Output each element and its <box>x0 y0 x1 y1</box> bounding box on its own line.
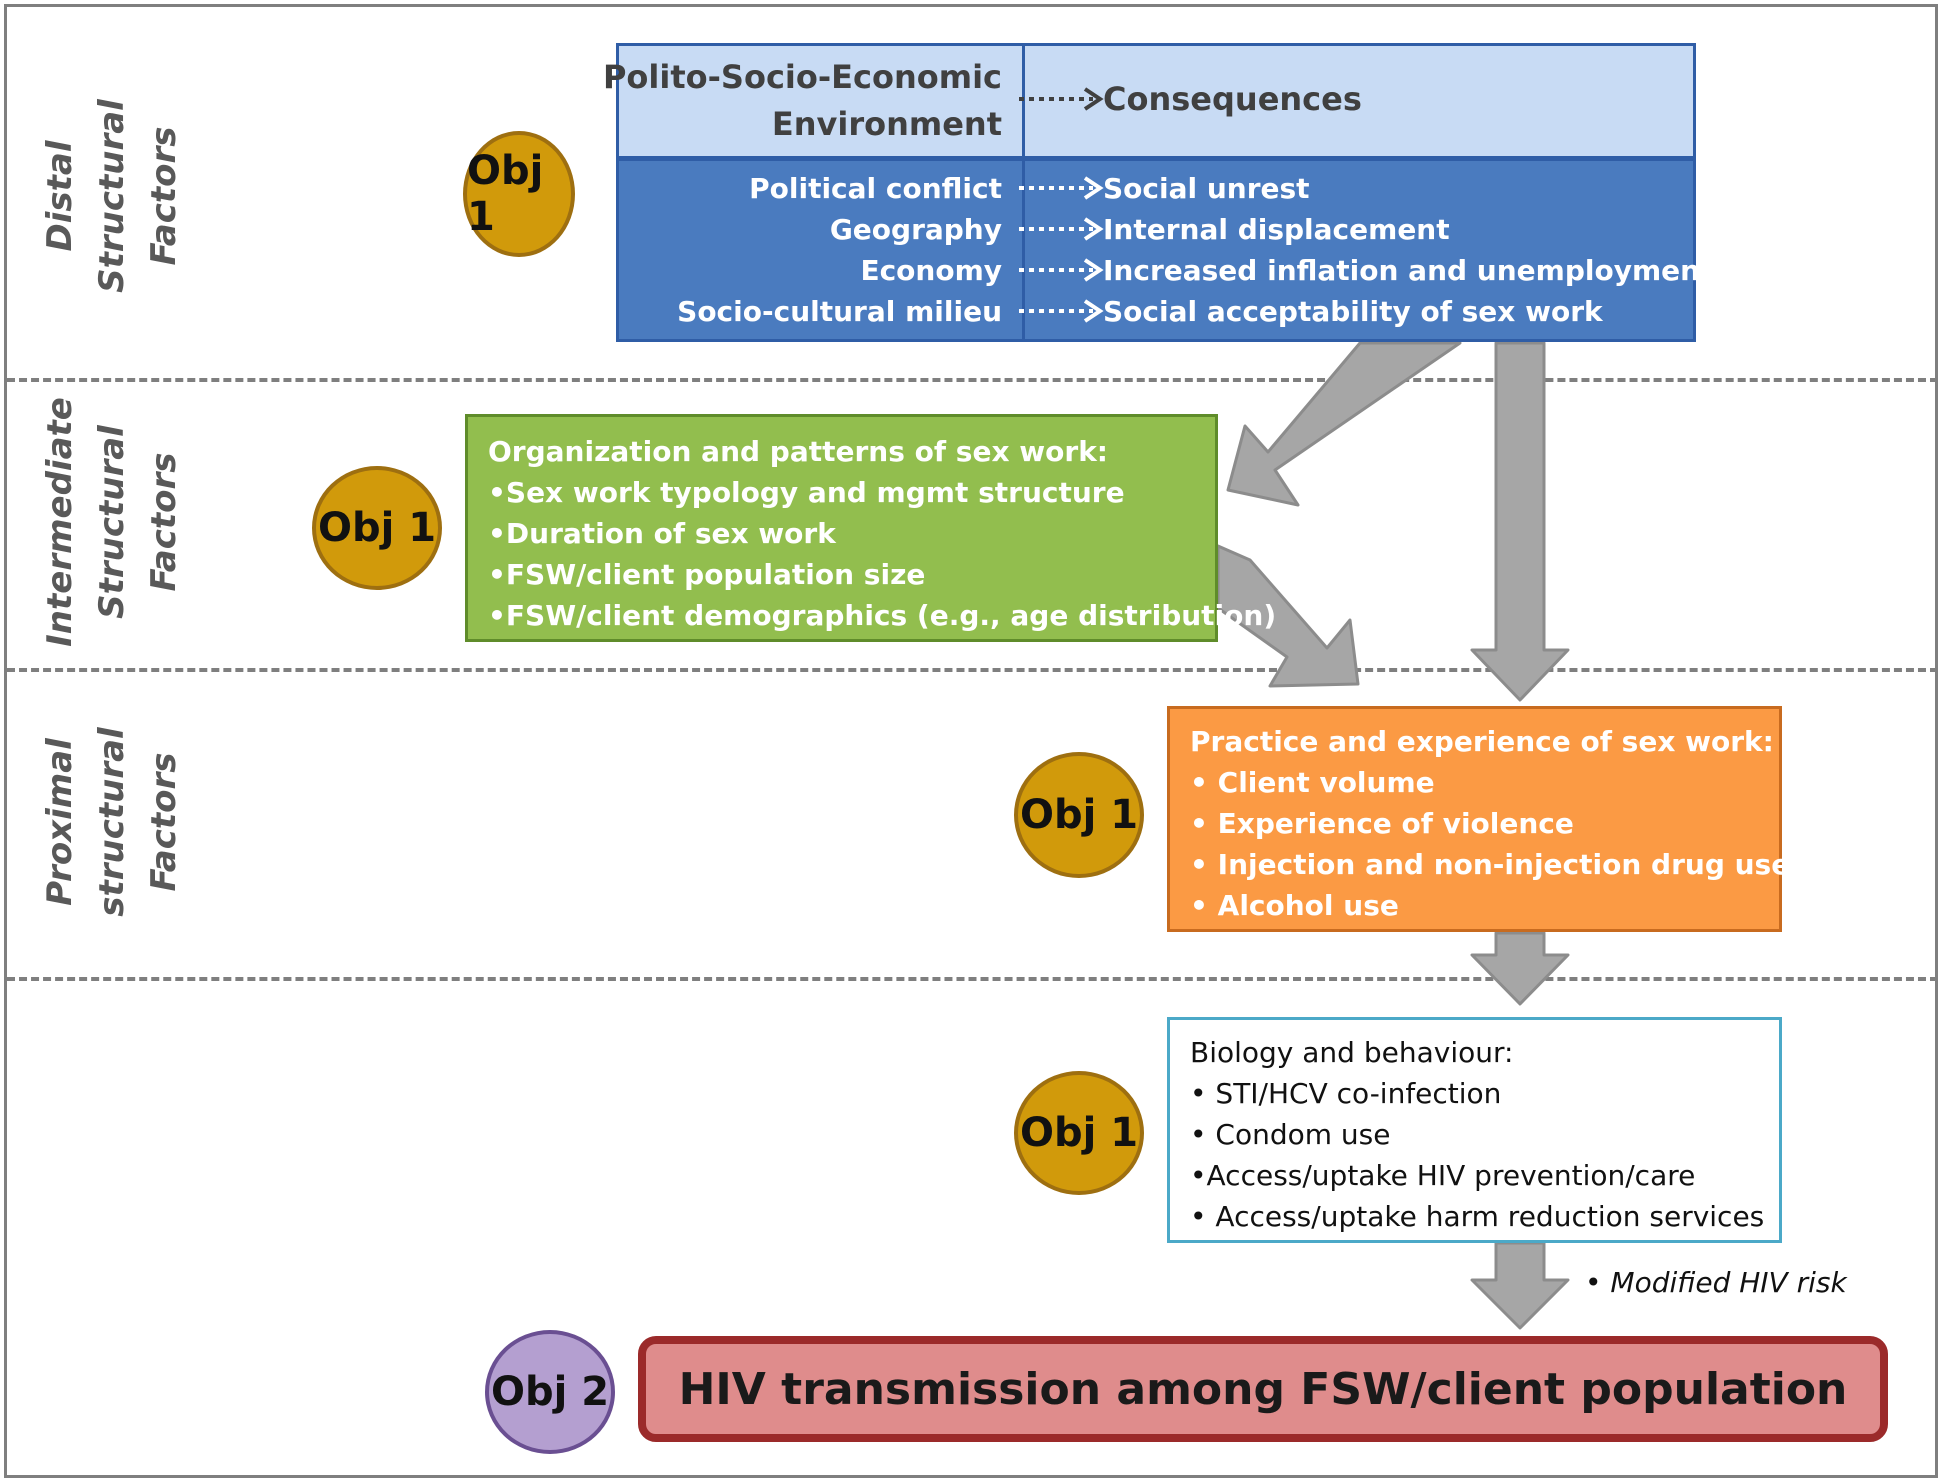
sex-work-practice-box: Practice and experience of sex work: • C… <box>1167 706 1791 932</box>
box-bullet: •Duration of sex work <box>488 517 836 550</box>
environment-factor: Economy <box>860 254 1002 287</box>
dotted-arrow-row <box>1019 258 1104 282</box>
box-bullet: • Client volume <box>1190 766 1435 799</box>
arrow-biology-to-outcome <box>1470 1241 1570 1330</box>
band-divider <box>7 378 1938 382</box>
objective-badge-outcome: Obj 2 <box>485 1330 615 1454</box>
environment-column-divider <box>1022 43 1025 342</box>
dotted-arrows <box>1019 87 1104 323</box>
objective-badge-proximal: Obj 1 <box>1014 752 1144 878</box>
environment-header-box <box>616 43 1696 159</box>
box-heading: Biology and behaviour: <box>1190 1036 1514 1069</box>
dotted-arrow-header <box>1019 87 1104 111</box>
environment-body-box <box>616 158 1696 342</box>
band-divider <box>7 668 1938 672</box>
arrow-intermediate-to-proximal <box>1216 544 1360 688</box>
box-bullet: • Experience of violence <box>1190 807 1574 840</box>
environment-header-left: Polito-Socio-Economic Environment <box>603 54 1002 148</box>
environment-consequence: Increased inflation and unemployment <box>1103 254 1714 287</box>
environment-header-line: Polito-Socio-Economic <box>602 58 1002 96</box>
environment-factor: Geography <box>829 213 1002 246</box>
band-divider <box>7 977 1938 981</box>
box-bullet: • STI/HCV co-infection <box>1190 1077 1502 1110</box>
box-bullet: •FSW/client demographics (e.g., age dist… <box>488 599 1277 632</box>
objective-badge-intermediate: Obj 1 <box>312 466 442 590</box>
environment-factor-list: Political conflict Geography Economy Soc… <box>677 168 1002 332</box>
environment-consequence: Social unrest <box>1103 172 1310 205</box>
hiv-transmission-outcome-box: HIV transmission among FSW/client popula… <box>638 1336 1888 1442</box>
environment-consequence: Social acceptability of sex work <box>1103 295 1603 328</box>
arrow-distal-to-proximal <box>1470 341 1570 702</box>
sex-work-organization-box: Organization and patterns of sex work: •… <box>465 414 1277 642</box>
environment-consequence-list: Social unrest Internal displacement Incr… <box>1103 168 1713 332</box>
box-bullet: • Condom use <box>1190 1118 1391 1151</box>
biology-behaviour-box: Biology and behaviour: • STI/HCV co-infe… <box>1167 1017 1782 1243</box>
box-bullet: • Injection and non-injection drug use <box>1190 848 1791 881</box>
environment-factor: Socio-cultural milieu <box>677 295 1002 328</box>
dotted-arrow-row <box>1019 299 1104 323</box>
objective-badge-distal: Obj 1 <box>463 131 575 257</box>
arrow-distal-to-intermediate <box>1226 341 1462 507</box>
environment-header-right: Consequences <box>1103 80 1362 118</box>
box-bullet: • Alcohol use <box>1190 889 1399 922</box>
outcome-label: HIV transmission among FSW/client popula… <box>678 1363 1848 1415</box>
box-bullet: •FSW/client population size <box>488 558 926 591</box>
dotted-arrow-row <box>1019 217 1104 241</box>
diagram-frame <box>4 4 1938 1478</box>
box-bullet: •Sex work typology and mgmt structure <box>488 476 1125 509</box>
environment-header-line: Environment <box>771 105 1002 143</box>
box-bullet: •Access/uptake HIV prevention/care <box>1190 1159 1696 1192</box>
dotted-arrow-row <box>1019 176 1104 200</box>
environment-consequence: Internal displacement <box>1103 213 1450 246</box>
box-heading: Organization and patterns of sex work: <box>488 435 1109 468</box>
box-heading: Practice and experience of sex work: <box>1190 725 1774 758</box>
objective-badge-biology: Obj 1 <box>1014 1071 1144 1195</box>
arrow-proximal-to-biology <box>1470 931 1570 1006</box>
modified-risk-note: • Modified HIV risk <box>1585 1266 1847 1299</box>
environment-factor: Political conflict <box>749 172 1002 205</box>
box-bullet: • Access/uptake harm reduction services <box>1190 1200 1765 1233</box>
